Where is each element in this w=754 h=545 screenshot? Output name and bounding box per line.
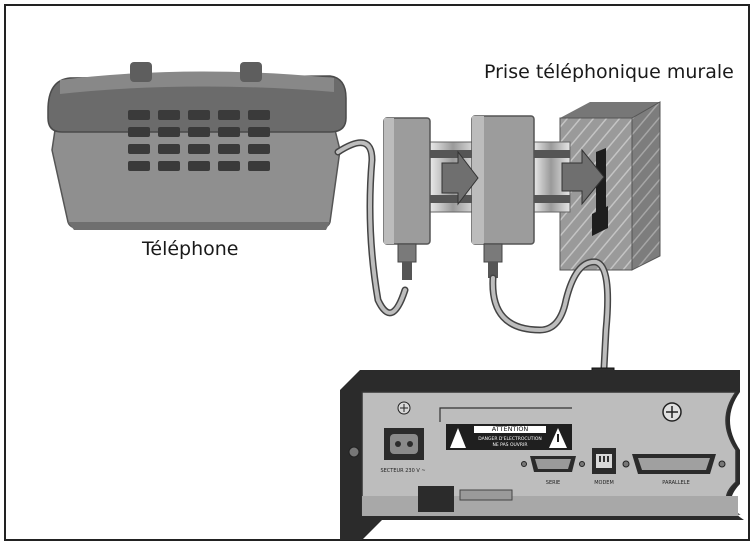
- warning-title: ATTENTION: [492, 425, 529, 433]
- arrow-right-icon: [561, 148, 605, 206]
- telephone-label: Téléphone: [142, 238, 239, 260]
- wall-socket-label: Prise téléphonique murale: [484, 61, 734, 83]
- modem-cord: [489, 258, 612, 372]
- frame-border: [4, 4, 750, 541]
- device-rear-panel: ATTENTION DANGER D'ELECTROCUTION NE PAS …: [340, 370, 744, 540]
- keypad: [128, 110, 270, 171]
- adapter-right: [471, 115, 571, 278]
- arrow-right-icon: [441, 150, 479, 206]
- power-label: SECTEUR 230 V ~: [380, 468, 425, 474]
- warning-line-2: NE PAS OUVRIR: [493, 442, 528, 448]
- warning-line-1: DANGER D'ELECTROCUTION: [478, 436, 542, 442]
- wall-socket: [559, 101, 661, 271]
- parallel-port-label: PARALLELE: [662, 480, 689, 486]
- adapter-left: [383, 117, 479, 280]
- serial-port-label: SERIE: [546, 480, 560, 486]
- telephone: [47, 62, 347, 230]
- modem-port-label: MODEM: [594, 480, 614, 486]
